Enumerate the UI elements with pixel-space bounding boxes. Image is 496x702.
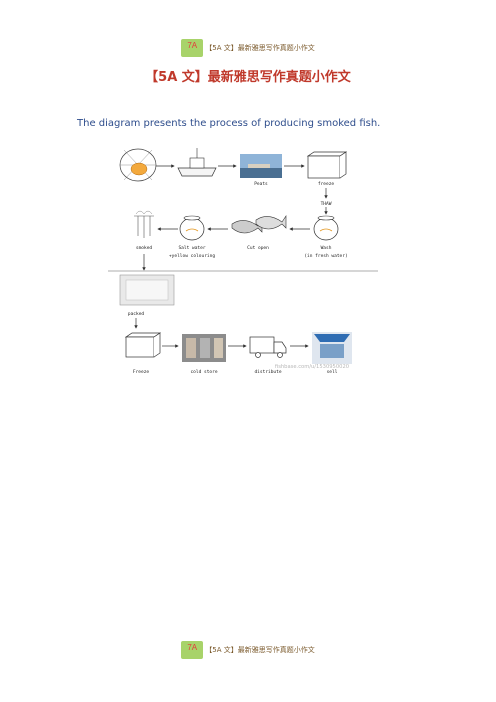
logo-badge: 7A [181, 39, 204, 57]
label-peats: Peats [254, 181, 268, 187]
label-wash-note: (in fresh water) [304, 253, 347, 259]
ports-photo [240, 154, 282, 178]
logo-text: 7A [187, 41, 198, 50]
footer-logo-text: 7A [187, 643, 198, 652]
label-cold-store: cold store [190, 369, 217, 375]
intro-sentence: The diagram presents the process of prod… [77, 118, 381, 129]
footer-text: 【5A 文】最新雅思写作真题小作文 [205, 646, 315, 654]
freezer-box-icon [306, 151, 348, 179]
label-distribute: distribute [254, 369, 281, 375]
page-header: 7A 【5A 文】最新雅思写作真题小作文 [0, 38, 496, 58]
delivery-truck-icon [249, 336, 287, 358]
label-sell: sell [327, 369, 338, 375]
wash-bowl-icon [313, 215, 339, 241]
label-cut-open: Cut open [247, 245, 269, 251]
label-packed: packed [128, 311, 145, 317]
page-footer: 7A 【5A 文】最新雅思写作真题小作文 [0, 640, 496, 660]
label-salt-water: Salt water [178, 245, 205, 251]
market-stall-photo [312, 332, 352, 364]
process-diagram: Peats freeze THAW Wash (in fresh water) … [108, 148, 378, 375]
smoking-fish-icon [134, 210, 154, 238]
label-freeze-top: freeze [318, 181, 335, 187]
label-thaw: THAW [321, 201, 332, 207]
packed-tray-photo [119, 274, 175, 306]
page-title: 【5A 文】最新雅思写作真题小作文 [145, 70, 351, 85]
net-fish-icon [119, 148, 157, 182]
header-text: 【5A 文】最新雅思写作真题小作文 [205, 44, 315, 52]
label-wash: Wash [321, 245, 332, 251]
fishing-boat-icon [177, 148, 217, 177]
label-smoked: smoked [136, 245, 153, 251]
cold-store-photo [182, 334, 226, 362]
label-salt-note: +yellow colouring [169, 253, 215, 259]
label-freeze-bottom: Freeze [133, 369, 150, 375]
salt-water-bowl-icon [179, 215, 205, 241]
watermark-text: fishbase.com/u/1530950020 [275, 364, 349, 370]
footer-logo-badge: 7A [181, 641, 204, 659]
freeze-box-icon [124, 332, 162, 358]
cut-fish-icon [231, 215, 287, 234]
